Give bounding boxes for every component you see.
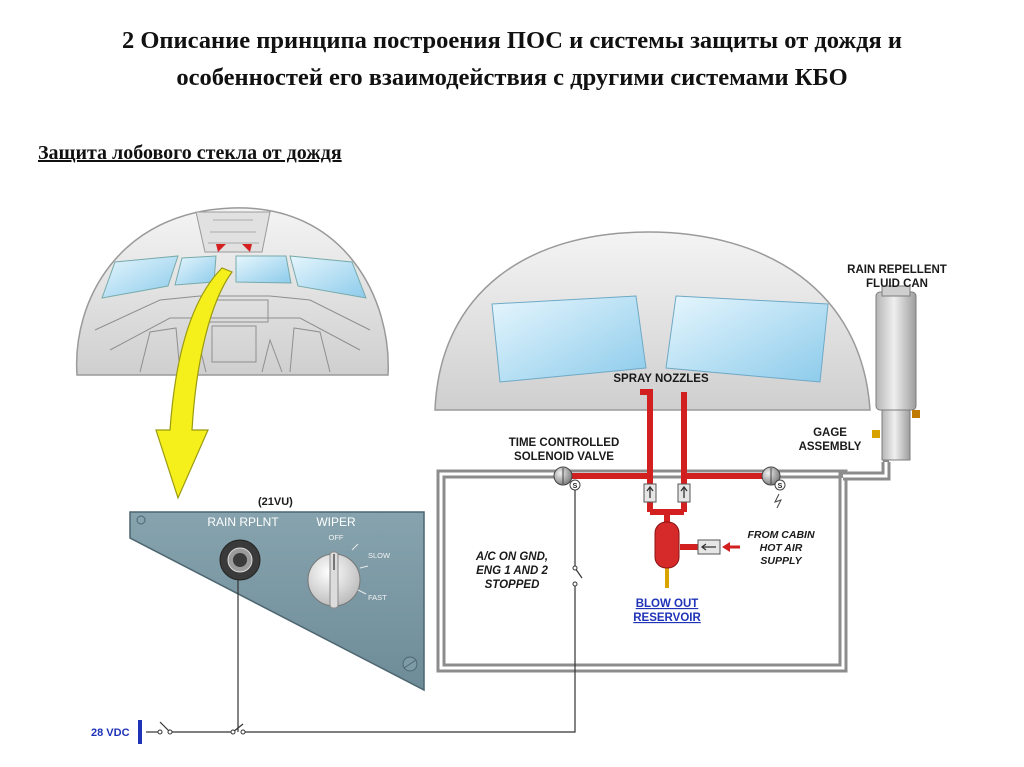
svg-text:TIME CONTROLLED: TIME CONTROLLED (509, 437, 620, 449)
check-valve-left (643, 483, 657, 503)
wiper-selector-knob[interactable] (307, 551, 361, 609)
svg-text:FLUID CAN: FLUID CAN (866, 278, 928, 290)
wiper-slow-label: SLOW (368, 551, 391, 560)
windshield-dome (434, 231, 871, 411)
supply-voltage-label: 28 VDC (91, 727, 130, 739)
svg-text:HOT AIR: HOT AIR (760, 542, 803, 554)
page-title-line-2: особенностей его взаимодействия с другим… (176, 64, 848, 91)
wiper-label: WIPER (316, 515, 356, 529)
hot-air-supply (697, 539, 740, 555)
check-valve-right (677, 483, 691, 503)
svg-text:BLOW OUT: BLOW OUT (636, 598, 699, 610)
svg-text:A/C ON GND,: A/C ON GND, (475, 551, 548, 563)
svg-text:ASSEMBLY: ASSEMBLY (799, 441, 862, 453)
rain-rplnt-label: RAIN RPLNT (207, 515, 279, 529)
condition-label: A/C ON GND, ENG 1 AND 2 STOPPED (475, 551, 549, 591)
blow-out-label: BLOW OUT RESERVOIR (633, 598, 701, 624)
electrical-wiring (146, 490, 583, 733)
zoom-arrow (155, 267, 233, 500)
page-title: 2 Описание принципа построения ПОС и сис… (0, 22, 1024, 96)
svg-text:RAIN REPELLENT: RAIN REPELLENT (847, 264, 947, 276)
from-cabin-label: FROM CABIN HOT AIR SUPPLY (747, 529, 814, 567)
rain-rplnt-pushbutton[interactable] (219, 539, 261, 581)
svg-text:SOLENOID VALVE: SOLENOID VALVE (514, 451, 614, 463)
cockpit-overview (75, 207, 389, 376)
section-heading: Защита лобового стекла от дождя (38, 142, 342, 164)
solenoid-valve-right (761, 466, 786, 509)
blow-out-reservoir (654, 521, 680, 569)
control-panel-21vu (129, 511, 425, 692)
svg-text:ENG 1 AND 2: ENG 1 AND 2 (476, 565, 548, 577)
solenoid-valve-left (553, 466, 581, 492)
right-windshield (665, 295, 829, 383)
gage-assembly-label: GAGE ASSEMBLY (799, 427, 862, 453)
left-windshield (491, 295, 647, 383)
solenoid-symbol-left: S (573, 483, 578, 490)
wiper-off-label: OFF (329, 533, 344, 542)
solenoid-symbol-right: S (778, 483, 783, 490)
rain-repellent-label: RAIN REPELLENT FLUID CAN (847, 264, 947, 290)
svg-text:RESERVOIR: RESERVOIR (633, 612, 701, 624)
svg-text:STOPPED: STOPPED (485, 579, 540, 591)
rain-repellent-can (872, 285, 920, 476)
wiper-fast-label: FAST (368, 593, 387, 602)
panel-id-label: (21VU) (258, 496, 293, 508)
svg-text:FROM CABIN: FROM CABIN (747, 529, 814, 541)
spray-nozzles-label: SPRAY NOZZLES (613, 373, 709, 385)
switch-contacts (157, 565, 578, 735)
page-title-line-1: 2 Описание принципа построения ПОС и сис… (121, 27, 903, 54)
solenoid-valve-label: TIME CONTROLLED SOLENOID VALVE (509, 437, 620, 463)
svg-text:SUPPLY: SUPPLY (760, 555, 802, 567)
svg-text:GAGE: GAGE (813, 427, 847, 439)
